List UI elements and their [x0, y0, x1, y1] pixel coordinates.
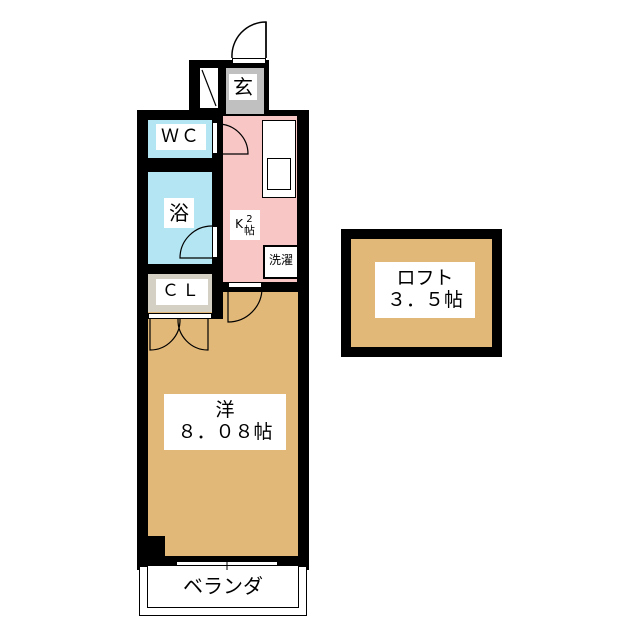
room-door-arc-icon — [227, 287, 263, 323]
western-room-size: ８．０８帖 — [177, 421, 273, 443]
closet-wall — [137, 264, 223, 274]
kitchen-label-k: K — [235, 217, 243, 232]
western-room-label: 洋 ８．０８帖 — [164, 394, 286, 450]
kitchen-label-unit: 帖 — [243, 223, 255, 237]
western-room-type: 洋 — [215, 399, 235, 422]
entrance-door-opening[interactable] — [232, 58, 266, 64]
closet-label-overlay: ＣＬ — [156, 279, 208, 305]
room-door-frame[interactable] — [228, 282, 262, 288]
kitchen-label-size: 2 — [246, 213, 253, 225]
loft-type: ロフト — [396, 267, 454, 290]
bath-label: 浴 — [164, 198, 194, 228]
entrance-door-arc-icon — [231, 21, 267, 59]
veranda-label: ベランダ — [170, 572, 276, 600]
bath-door[interactable] — [212, 226, 218, 258]
genkan-label: 玄 — [229, 74, 257, 100]
closet-door-overlay[interactable] — [148, 313, 212, 319]
closet-door-right-arc-icon — [177, 318, 209, 351]
wc-door[interactable] — [212, 122, 218, 154]
laundry-label: 洗濯 — [266, 250, 296, 272]
loft-label: ロフト ３．５帖 — [375, 262, 475, 318]
closet-door-left-arc-icon — [149, 318, 181, 351]
loft-size: ３．５帖 — [386, 289, 463, 311]
wc-door-arc-icon — [217, 123, 249, 155]
shoe-box-diagonal-icon — [201, 69, 217, 107]
kitchen-sink — [267, 158, 291, 190]
kitchen-label: K 2 帖 — [230, 210, 260, 240]
closet-right-wall — [212, 264, 223, 319]
wc-label: ＷＣ — [156, 124, 206, 150]
bath-door-arc-icon — [179, 225, 213, 259]
pillar — [137, 536, 165, 566]
